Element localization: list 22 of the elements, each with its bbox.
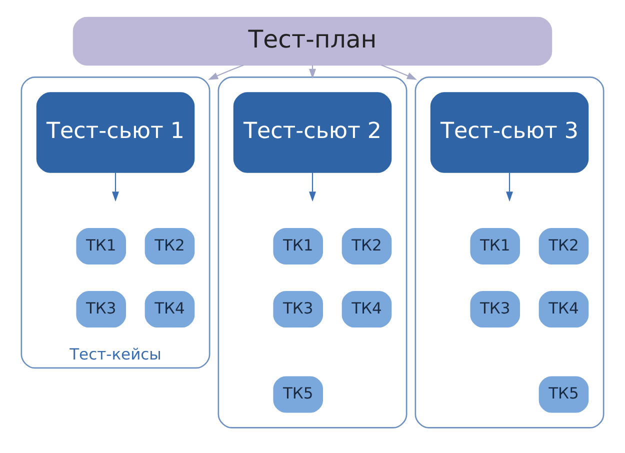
cluster [218, 76, 408, 428]
arrow [381, 64, 417, 80]
node-box: ТК3 [76, 290, 126, 328]
cluster [414, 76, 604, 428]
node-box: ТК1 [273, 227, 324, 264]
node-box: ТК5 [538, 376, 589, 412]
node-box: ТК4 [538, 290, 589, 328]
node-box: ТК1 [470, 227, 520, 264]
node-box: ТК1 [76, 227, 126, 264]
node-box: ТК2 [538, 227, 589, 264]
node-box: ТК4 [144, 290, 195, 328]
node-box: ТК3 [470, 290, 520, 328]
node-box: ТК4 [342, 290, 392, 328]
node-box: Тест-сьют 2 [233, 92, 392, 172]
arrow [208, 64, 244, 80]
node-box: ТК3 [273, 290, 324, 328]
node-box: Тест-план [72, 16, 552, 66]
node-box: Тест-сьют 1 [36, 92, 195, 172]
node-box: ТК2 [342, 227, 392, 264]
node-box: Тест-сьют 3 [430, 92, 589, 172]
node-box: ТК2 [144, 227, 195, 264]
node-box: ТК5 [273, 376, 324, 412]
